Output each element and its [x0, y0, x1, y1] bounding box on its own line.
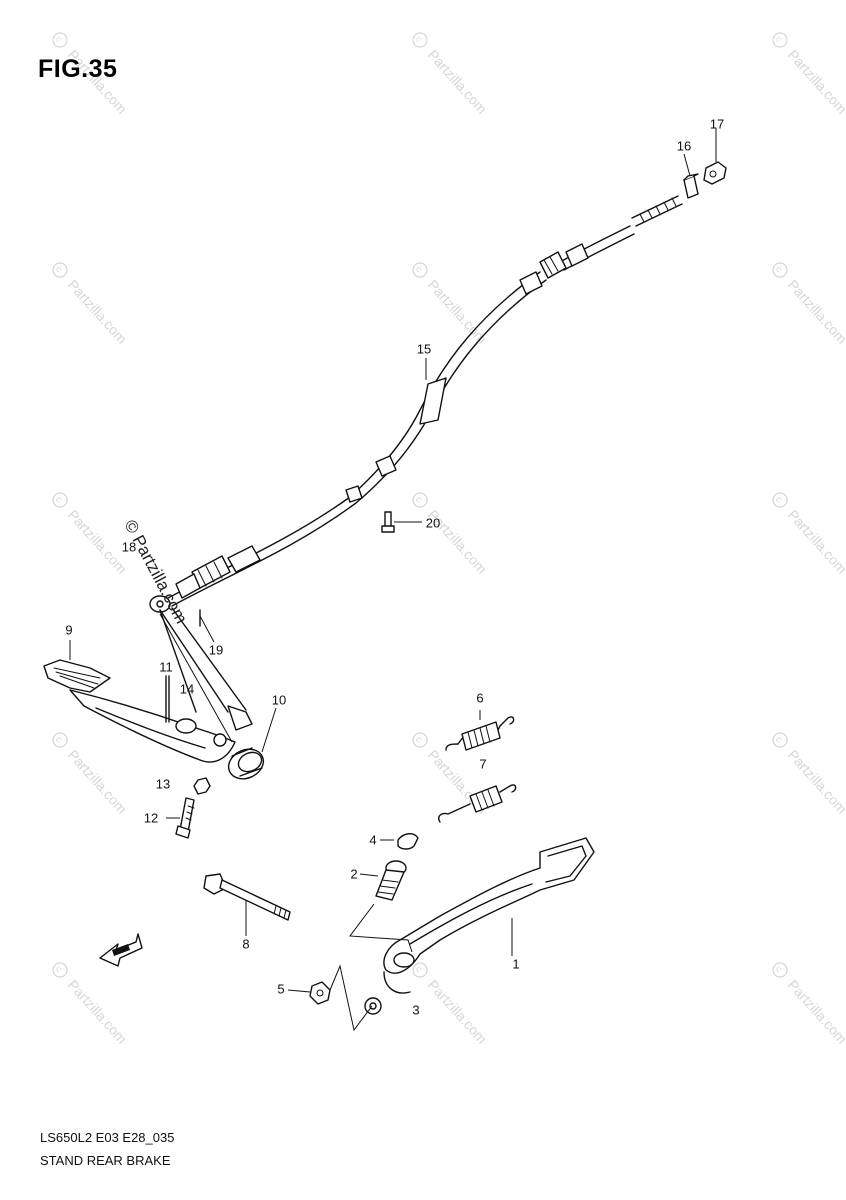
model-code: LS650L2 E03 E28_035 [40, 1130, 175, 1145]
pivot-bolt-8 [203, 873, 291, 921]
side-stand-1 [383, 837, 595, 994]
callout-14: 14 [179, 681, 195, 697]
watermark-text: Partzilla.com [65, 977, 131, 1047]
watermark-text: Partzilla.com [785, 47, 846, 117]
watermark-copyright-letter: c [414, 494, 425, 504]
callout-2: 2 [350, 866, 358, 882]
watermark-copyright-letter: c [414, 964, 425, 974]
callout-8: 8 [242, 936, 250, 952]
callout-7: 7 [479, 756, 487, 772]
bolt-2 [375, 860, 407, 901]
watermark-copyright-icon [772, 492, 788, 508]
callout-11: 11 [159, 659, 173, 675]
watermark-text: Partzilla.com [785, 977, 846, 1047]
watermark-copyright-letter: c [414, 734, 425, 744]
bolt-20 [381, 511, 395, 533]
watermark-copyright-letter: c [774, 264, 785, 274]
watermark-copyright-icon [412, 732, 428, 748]
watermark-text: Partzilla.com [65, 277, 131, 347]
diagram-caption: STAND REAR BRAKE [40, 1153, 171, 1168]
callout-15: 15 [416, 341, 432, 357]
callout-13: 13 [155, 776, 171, 792]
watermark-copyright-icon [412, 962, 428, 978]
spring-7 [438, 784, 517, 823]
callout-17: 17 [709, 116, 725, 132]
watermark-text: Partzilla.com [785, 747, 846, 817]
watermark-copyright-icon [772, 262, 788, 278]
watermark-copyright-icon [772, 962, 788, 978]
callout-16: 16 [676, 138, 692, 154]
callout-10: 10 [271, 692, 287, 708]
forward-arrow-icon [99, 933, 143, 967]
watermark-copyright-icon [412, 492, 428, 508]
callout-1: 1 [512, 956, 520, 972]
callout-20: 20 [425, 515, 441, 531]
watermark-copyright-letter: c [414, 264, 425, 274]
watermark-copyright-icon [772, 32, 788, 48]
callout-4: 4 [369, 832, 377, 848]
boot-10 [227, 747, 265, 780]
watermark-copyright-letter: c [774, 494, 785, 504]
cotter-pin-11 [165, 675, 170, 723]
callout-18: 18 [121, 539, 137, 555]
watermark-text: Partzilla.com [425, 977, 491, 1047]
watermark-copyright-letter: c [54, 264, 65, 274]
callout-3: 3 [412, 1002, 420, 1018]
watermark-copyright-letter: c [774, 964, 785, 974]
watermark-copyright-letter: c [414, 34, 425, 44]
watermark-text: Partzilla.com [65, 747, 131, 817]
nut-5 [309, 981, 331, 1005]
spring-6 [445, 716, 515, 751]
watermark-copyright-icon [52, 962, 68, 978]
cable-nut-16 [683, 173, 699, 199]
watermark-copyright-icon [52, 732, 68, 748]
callout-12: 12 [143, 810, 159, 826]
watermark-copyright-letter: c [54, 34, 65, 44]
watermark-text: Partzilla.com [785, 277, 846, 347]
nut-13 [193, 777, 211, 795]
watermark-copyright-icon [412, 32, 428, 48]
watermark-text: Partzilla.com [425, 47, 491, 117]
watermark-copyright-letter: c [774, 734, 785, 744]
callout-9: 9 [65, 622, 73, 638]
callout-6: 6 [476, 690, 484, 706]
watermark-layer: cPartzilla.comcPartzilla.comcPartzilla.c… [52, 32, 846, 1047]
clip-4 [397, 833, 419, 850]
figure-title: FIG.35 [38, 55, 118, 83]
watermark-copyright-icon [412, 262, 428, 278]
watermark-copyright-letter: c [54, 494, 65, 504]
watermark-copyright-icon [52, 262, 68, 278]
watermark-copyright-icon [52, 32, 68, 48]
watermark-text: Partzilla.com [785, 507, 846, 577]
watermark-copyright-letter: c [774, 34, 785, 44]
watermark-copyright-letter: c [54, 964, 65, 974]
brake-pedal-9 [43, 607, 253, 763]
brake-cable-15 [149, 195, 683, 613]
watermark-copyright-icon [772, 732, 788, 748]
leader-lines [69, 128, 717, 993]
callout-5: 5 [277, 981, 285, 997]
watermark-text: Partzilla.com [65, 507, 131, 577]
cable-joint-17 [703, 161, 727, 185]
watermark-copyright-letter: c [54, 734, 65, 744]
callout-19: 19 [208, 642, 224, 658]
watermark-copyright-icon [52, 492, 68, 508]
connection-lines [159, 613, 413, 1032]
watermark-text: Partzilla.com [425, 277, 491, 347]
bolt-12 [175, 797, 195, 839]
